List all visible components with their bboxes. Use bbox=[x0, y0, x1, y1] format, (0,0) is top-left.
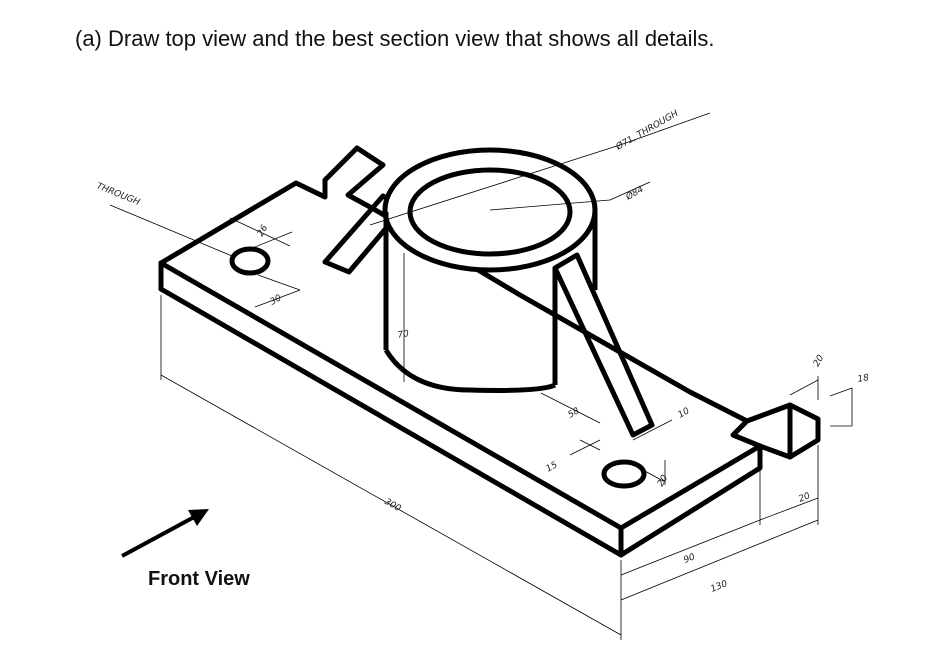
dim-slot-height: 18 bbox=[857, 373, 870, 385]
dim-rib-thickness: 10 bbox=[677, 406, 692, 421]
dim-rib-offset: 58 bbox=[567, 406, 582, 421]
cylinder-boss bbox=[382, 147, 598, 393]
dim-hole-pitch-right: 20 bbox=[656, 473, 671, 488]
dim-boss-height: 70 bbox=[397, 329, 410, 341]
dimension-lines bbox=[109, 112, 853, 640]
question-text: (a) Draw top view and the best section v… bbox=[75, 26, 715, 51]
dim-right-slot-depth: 90 bbox=[682, 552, 697, 566]
front-view-arrowhead-icon bbox=[188, 509, 209, 526]
dim-width: 130 bbox=[709, 579, 729, 595]
dim-hole-offset: 15 bbox=[545, 460, 560, 475]
front-view-indicator: Front View bbox=[121, 509, 250, 590]
left-hole bbox=[229, 246, 271, 276]
front-rib bbox=[552, 252, 655, 438]
callout-through-hole: Ø71, THROUGH bbox=[613, 108, 680, 153]
right-hole bbox=[601, 459, 647, 489]
front-view-arrow-shaft bbox=[121, 514, 197, 558]
callout-counterbore: Ø84 bbox=[623, 184, 646, 203]
dim-base-thickness-right: 20 bbox=[797, 491, 812, 505]
dim-slot-width: 20 bbox=[812, 353, 827, 368]
callout-slot-through: THROUGH bbox=[95, 182, 142, 209]
dim-left-hole-offset: 30 bbox=[269, 293, 284, 308]
dim-length: 300 bbox=[383, 497, 403, 514]
front-view-label: Front View bbox=[148, 568, 250, 590]
